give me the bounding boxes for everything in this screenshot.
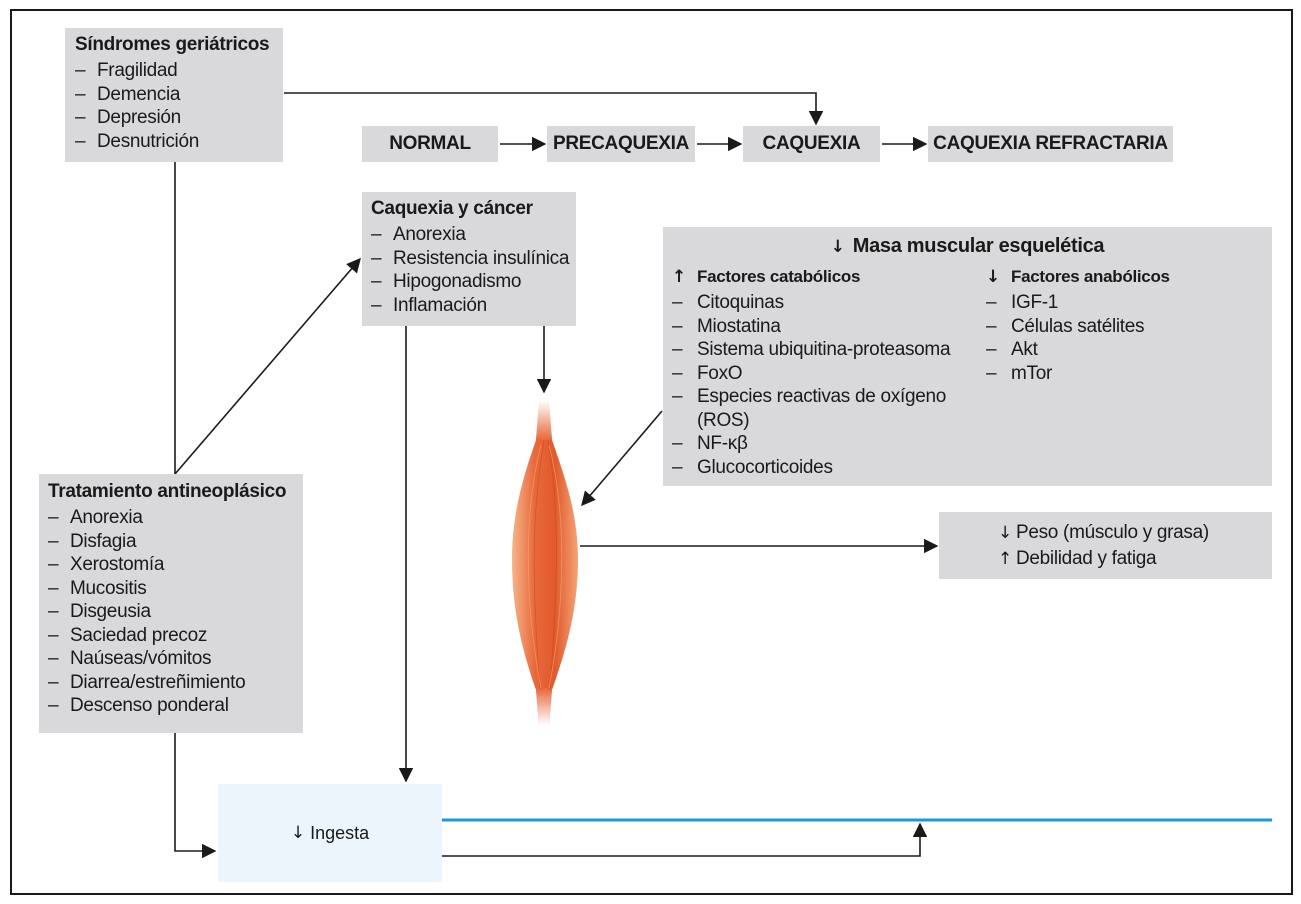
list-item: –Fragilidad: [75, 60, 178, 81]
arrow-treatment-to-intake: [174, 733, 217, 859]
cachexia-cancer-list: –Anorexia –Resistencia insulínica –Hipog…: [371, 223, 576, 317]
list-item: –Células satélites: [986, 315, 1145, 337]
stage-precachexia: PRECAQUEXIA: [547, 126, 695, 162]
treatment-title: Tratamiento antineoplásico: [48, 481, 287, 502]
list-item: –Diarrea/estreñimiento: [48, 671, 246, 693]
catabolic-title: ↑Factores catabólicos: [672, 267, 861, 287]
arrow-muscle-factors-to-muscle: [581, 410, 663, 507]
list-item: –Sistema ubiquitina-proteasoma: [672, 339, 951, 360]
catabolic-list: –Citoquinas –Miostatina –Sistema ubiquit…: [672, 291, 951, 479]
list-item: –Anorexia: [48, 507, 143, 528]
cachexia-cancer-box: Caquexia y cáncer –Anorexia –Resistencia…: [362, 192, 576, 326]
list-item: –Naúseas/vómitos: [48, 648, 212, 669]
weight-loss: ↓Peso (músculo y grasa): [998, 522, 1209, 543]
list-item: –Citoquinas: [672, 292, 784, 313]
muscle-mass-title: ↓Masa muscular esquelética: [830, 235, 1105, 257]
down-arrow-icon: ↓: [290, 823, 306, 843]
list-item: –Demencia: [75, 83, 181, 105]
list-item: –Descenso ponderal: [48, 695, 229, 716]
stage-cachexia: CAQUEXIA: [743, 126, 880, 162]
list-item: –mTor: [986, 362, 1053, 384]
list-item: –Miostatina: [672, 315, 781, 337]
down-arrow-icon: ↓: [998, 523, 1012, 543]
list-item-continuation: (ROS): [697, 409, 750, 431]
list-item: –Disgeusia: [48, 601, 151, 622]
list-item: –Saciedad precoz: [48, 624, 208, 646]
stage-refractory-cachexia: CAQUEXIA REFRACTARIA: [928, 126, 1173, 162]
muscle-illustration: [512, 400, 578, 725]
geriatric-syndromes-title: Síndromes geriátricos: [75, 34, 270, 55]
weakness-fatigue: ↑Debilidad y fatiga: [998, 548, 1157, 569]
muscle-mass-box: ↓Masa muscular esquelética ↑Factores cat…: [663, 227, 1272, 486]
arrow-geriatric-to-cachexia: [284, 92, 824, 126]
arrow-intake-to-line: [442, 822, 928, 857]
list-item: –Depresión: [75, 107, 181, 128]
anabolic-list: –IGF-1 –Células satélites –Akt –mTor: [986, 291, 1170, 385]
geriatric-syndromes-list: –Fragilidad –Demencia –Depresión –Desnut…: [75, 59, 283, 153]
up-arrow-icon: ↑: [672, 267, 686, 287]
list-item: –Glucocorticoides: [672, 456, 833, 478]
list-item: –Disfagia: [48, 530, 137, 552]
list-item: –NF-κβ: [672, 433, 748, 454]
list-item: –Especies reactivas de oxígeno: [672, 386, 947, 407]
treatment-list: –Anorexia –Disfagia –Xerostomía –Mucosit…: [48, 506, 303, 718]
list-item: –Xerostomía: [48, 554, 165, 575]
list-item: –Resistencia insulínica: [371, 247, 570, 269]
list-item: –Desnutrición: [75, 130, 200, 152]
intake-label: Ingesta: [310, 822, 370, 843]
arrow-treatment-to-cancer: [174, 257, 361, 475]
list-item: –FoxO: [672, 362, 743, 384]
catabolic-factors: ↑Factores catabólicos –Citoquinas –Miost…: [672, 267, 951, 479]
list-item: –Hipogonadismo: [371, 271, 522, 292]
stage-normal: NORMAL: [362, 126, 498, 162]
geriatric-syndromes-box: Síndromes geriátricos –Fragilidad –Demen…: [65, 28, 283, 162]
treatment-box: Tratamiento antineoplásico –Anorexia –Di…: [39, 474, 303, 733]
outcome-box: ↓Peso (músculo y grasa) ↑Debilidad y fat…: [939, 512, 1272, 579]
list-item: –IGF-1: [986, 292, 1059, 313]
up-arrow-icon: ↑: [998, 549, 1012, 569]
list-item: –Mucositis: [48, 577, 147, 599]
down-arrow-icon: ↓: [986, 267, 1000, 287]
anabolic-factors: ↓Factores anabólicos –IGF-1 –Células sat…: [986, 267, 1170, 385]
intake-box: ↓Ingesta: [218, 784, 442, 882]
down-arrow-icon: ↓: [830, 237, 845, 257]
cachexia-cancer-title: Caquexia y cáncer: [371, 198, 533, 219]
list-item: –Akt: [986, 339, 1038, 360]
list-item: –Anorexia: [371, 224, 466, 245]
diagram-frame: [10, 9, 1293, 895]
list-item: –Inflamación: [371, 294, 487, 316]
anabolic-title: ↓Factores anabólicos: [986, 267, 1170, 287]
